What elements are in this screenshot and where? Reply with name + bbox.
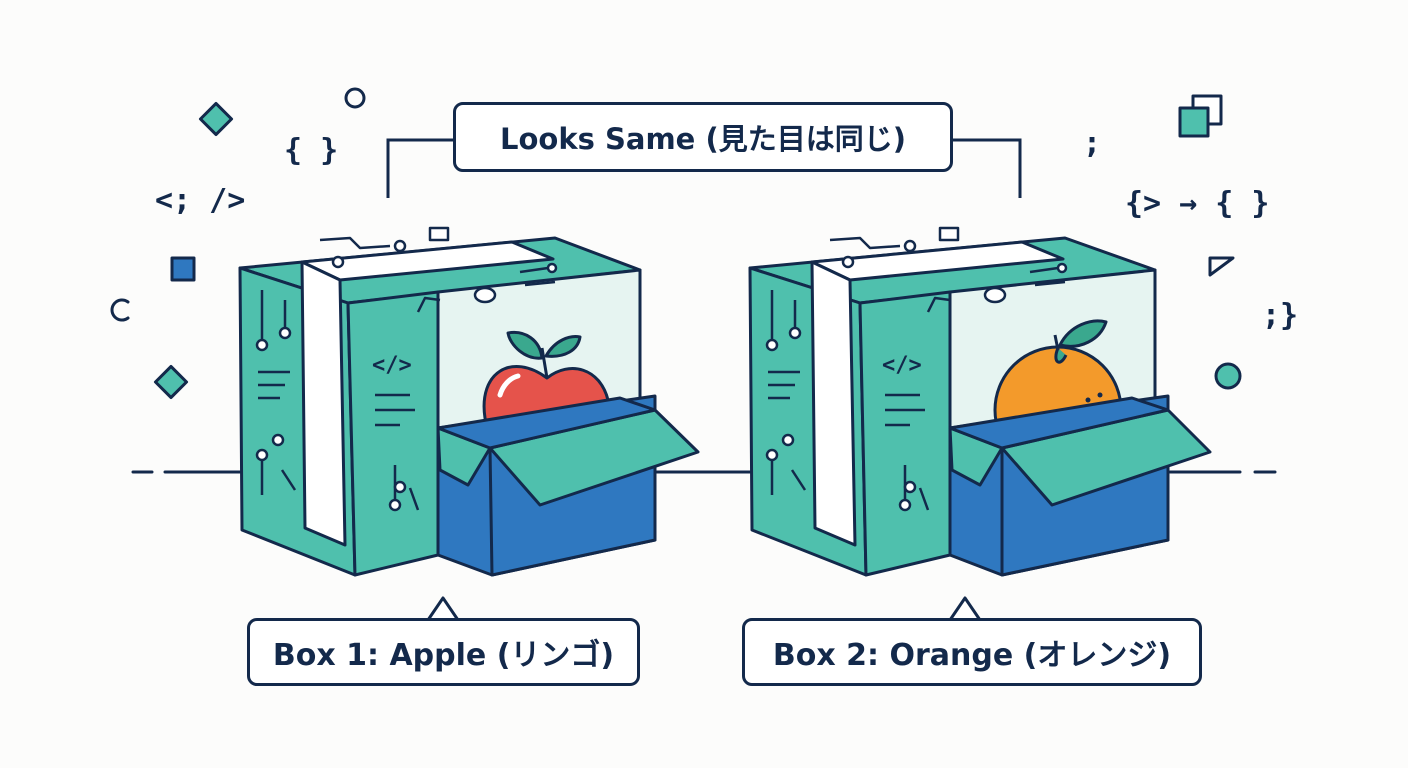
box2-pointer	[948, 596, 982, 622]
box-1-code-tag-icon: </>	[372, 353, 412, 378]
circle-icon	[344, 87, 366, 109]
box-1-tape-side	[300, 260, 347, 547]
square-icon	[170, 256, 196, 282]
box-1-front-panel	[346, 290, 440, 577]
box1-pointer	[426, 596, 460, 622]
diamond-icon	[153, 364, 189, 400]
box-2-code-tag-icon: </>	[882, 353, 922, 378]
diamond-icon	[198, 101, 234, 137]
semi-brace-glyph: ;}	[1262, 298, 1299, 333]
circle-icon	[1214, 362, 1242, 390]
box2-label: Box 2: Orange (オレンジ)	[742, 618, 1202, 686]
arrow-code-glyph: {> → { }	[1125, 186, 1270, 221]
ring-icon	[110, 298, 130, 322]
box-2-open-box	[948, 394, 1212, 577]
semicolon-glyph: ;	[1083, 126, 1102, 161]
box1-label: Box 1: Apple (リンゴ)	[247, 618, 640, 686]
braces-glyph: { }	[284, 133, 339, 168]
looks-same-callout: Looks Same (見た目は同じ)	[453, 102, 953, 172]
box-2-tape-side	[810, 260, 857, 547]
corner-icon	[1208, 256, 1235, 277]
copy-icon	[1178, 106, 1210, 138]
box-1-open-box	[436, 394, 700, 577]
tag-glyph: <; />	[155, 183, 246, 218]
box-2-front-panel	[858, 290, 952, 577]
top-bracket	[386, 138, 1022, 198]
